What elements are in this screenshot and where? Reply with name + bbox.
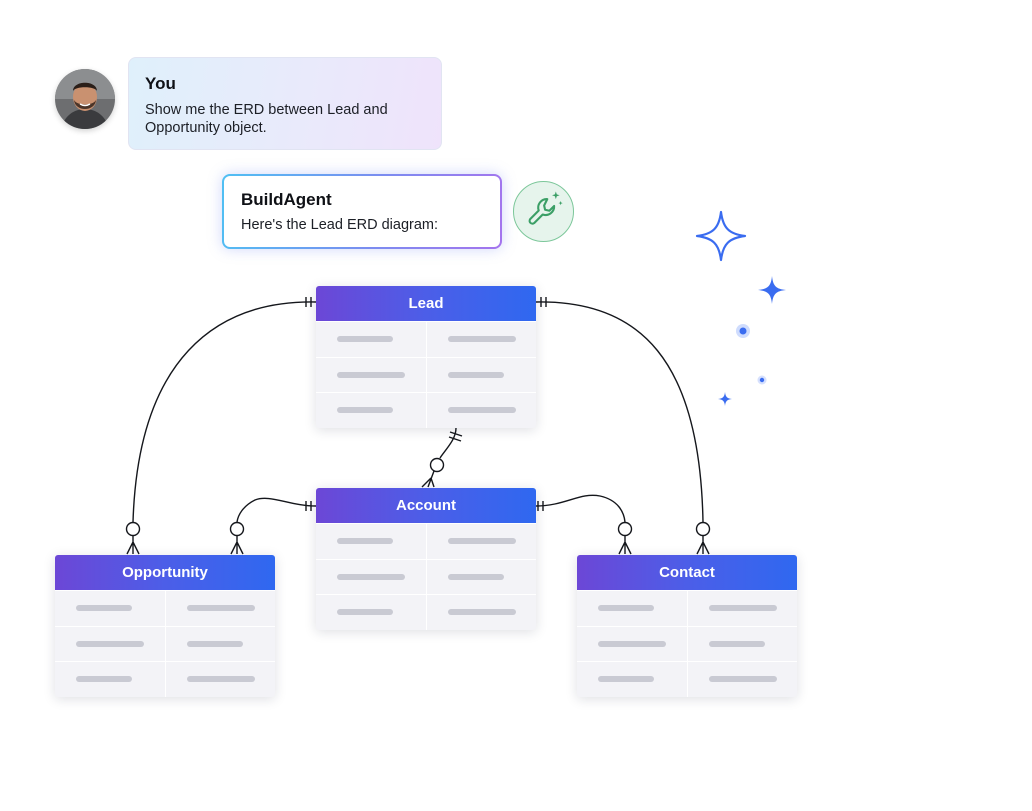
table-row xyxy=(316,392,536,428)
entity-opportunity[interactable]: Opportunity xyxy=(55,555,275,697)
table-row xyxy=(577,661,797,697)
user-message-bubble: You Show me the ERD between Lead and Opp… xyxy=(128,57,442,150)
table-row xyxy=(316,321,536,357)
table-row xyxy=(577,625,797,662)
entity-contact[interactable]: Contact xyxy=(577,555,797,697)
table-row xyxy=(55,625,275,662)
table-row xyxy=(55,661,275,697)
entity-header: Opportunity xyxy=(55,555,275,590)
sparkle-small-icon xyxy=(718,392,732,406)
agent-message-text: Here's the Lead ERD diagram: xyxy=(241,217,439,233)
dot-glow-icon xyxy=(736,324,750,338)
connector-lead-opportunity xyxy=(132,301,317,523)
table-row xyxy=(316,594,536,630)
entity-header: Lead xyxy=(316,286,536,321)
table-row xyxy=(316,558,536,595)
table-row xyxy=(316,356,536,393)
table-row xyxy=(55,590,275,626)
connector-lead-account xyxy=(439,427,457,459)
entity-header: Contact xyxy=(577,555,797,590)
dot-small-icon xyxy=(757,375,767,385)
sparkle-medium-icon xyxy=(758,276,786,304)
entity-account[interactable]: Account xyxy=(316,488,536,630)
sparkle-large-icon xyxy=(695,210,747,262)
table-row xyxy=(577,590,797,626)
user-message-text: Show me the ERD between Lead and Opportu… xyxy=(145,102,388,136)
entity-header: Account xyxy=(316,488,536,523)
table-row xyxy=(316,523,536,559)
agent-name: BuildAgent xyxy=(241,190,332,209)
wrench-sparkle-icon xyxy=(513,181,574,242)
agent-message-bubble: BuildAgent Here's the Lead ERD diagram: xyxy=(222,174,502,249)
entity-lead[interactable]: Lead xyxy=(316,286,536,428)
connector-account-contact xyxy=(535,494,626,523)
connector-lead-contact xyxy=(535,301,704,523)
user-name: You xyxy=(145,74,176,93)
connector-account-opportunity xyxy=(236,497,317,523)
user-avatar xyxy=(55,69,115,129)
